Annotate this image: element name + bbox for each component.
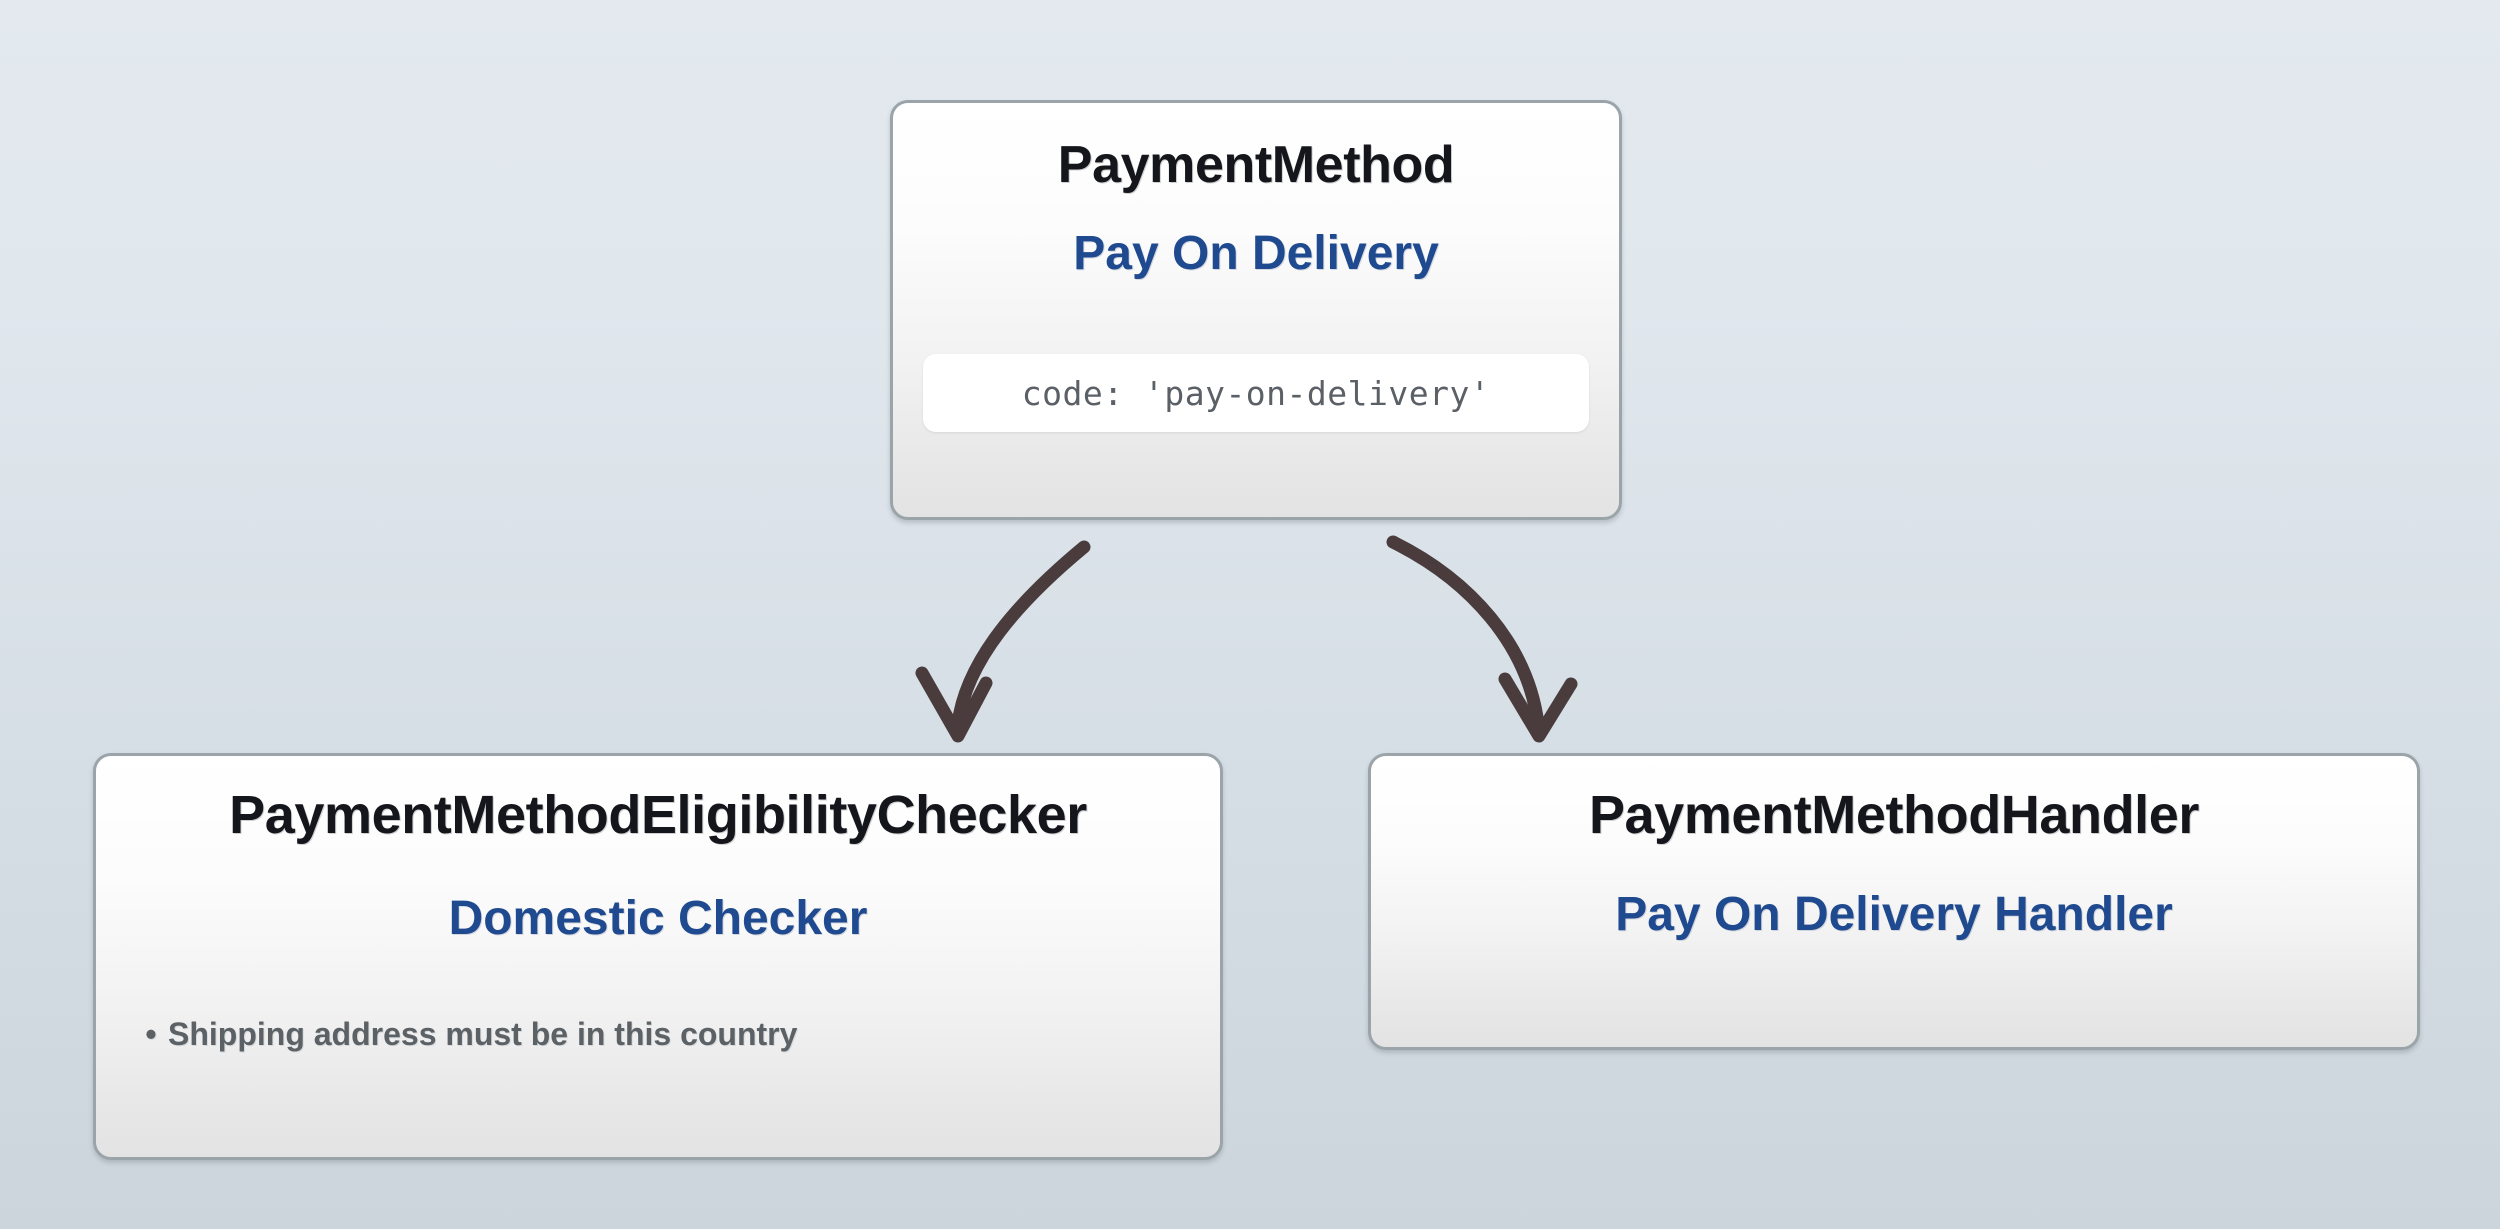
edge-to-payment-handler-arrowhead: [1498, 672, 1578, 743]
node-eligibility-checker[interactable]: PaymentMethodEligibilityChecker Domestic…: [93, 753, 1223, 1160]
eligibility-rule-text: Shipping address must be in this country: [168, 1016, 798, 1052]
eligibility-rule-list: • Shipping address must be in this count…: [134, 1014, 1190, 1054]
node-payment-method-type: PaymentMethod: [1057, 136, 1455, 194]
node-payment-method[interactable]: PaymentMethod Pay On Delivery code: 'pay…: [890, 100, 1622, 520]
edge-to-eligibility-checker-arrowhead: [915, 666, 993, 743]
bullet-icon: •: [145, 1016, 157, 1052]
node-eligibility-checker-name: Domestic Checker: [448, 892, 868, 946]
edge-to-eligibility-checker: [951, 540, 1091, 731]
node-payment-handler-name: Pay On Delivery Handler: [1615, 888, 2173, 942]
list-item: • Shipping address must be in this count…: [134, 1014, 1190, 1054]
node-payment-handler[interactable]: PaymentMethodHandler Pay On Delivery Han…: [1368, 753, 2420, 1050]
node-payment-method-name: Pay On Delivery: [1073, 227, 1439, 281]
node-eligibility-checker-type: PaymentMethodEligibilityChecker: [229, 785, 1087, 845]
node-payment-handler-type: PaymentMethodHandler: [1588, 785, 2200, 845]
code-chip: code: 'pay-on-delivery': [923, 354, 1589, 432]
edge-to-payment-handler: [1386, 535, 1545, 731]
code-chip-text: code: 'pay-on-delivery': [1021, 373, 1491, 413]
